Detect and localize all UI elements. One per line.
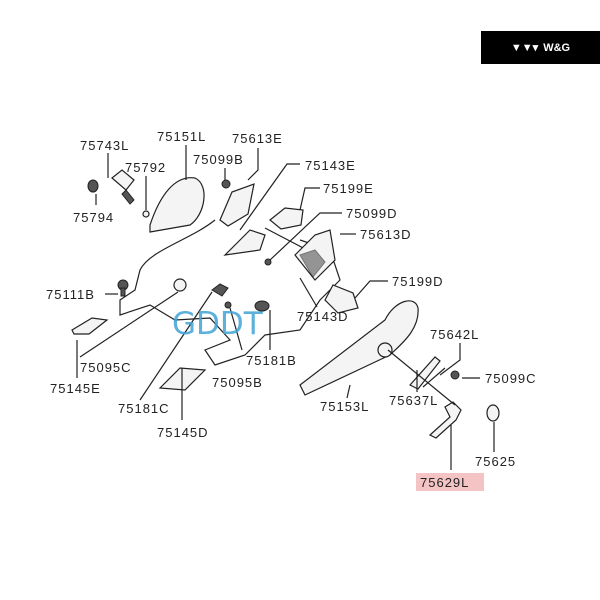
seat-frame-outline [119,219,341,366]
label-75743L: 75743L [80,138,129,153]
brand-mark-icon: ▼▼▾ [510,42,539,54]
label-75199E: 75199E [323,181,374,196]
label-75111B: 75111B [46,287,95,302]
part-labels: 75743L 75151L 75613E 75792 75099B 75143E… [46,129,537,490]
brand-text: W&G [543,41,571,54]
label-75099D: 75099D [346,206,398,221]
parts [71,169,500,439]
label-75613E: 75613E [232,131,283,146]
label-75637L: 75637L [389,393,438,408]
label-75145E: 75145E [50,381,101,396]
label-75099C: 75099C [485,371,537,386]
label-75143E: 75143E [305,158,356,173]
leader-lines [76,145,495,470]
label-75153L: 75153L [320,399,369,414]
label-75145D: 75145D [157,425,209,440]
label-75199D: 75199D [392,274,444,289]
label-75181B: 75181B [246,353,297,368]
label-75613D: 75613D [360,227,412,242]
label-75625: 75625 [475,454,516,469]
label-75095C: 75095C [80,360,132,375]
label-75629L-highlighted: 75629L [420,475,469,490]
label-75642L: 75642L [430,327,479,342]
label-75794: 75794 [73,210,114,225]
label-75181C: 75181C [118,401,170,416]
highlight-box [416,473,484,491]
label-75143D: 75143D [297,309,349,324]
watermark: GDDT [172,306,264,342]
label-75095B: 75095B [212,375,263,390]
label-75792: 75792 [125,160,166,175]
brand-logo: ▼▼▾ W&G [481,31,600,64]
label-75151L: 75151L [157,129,206,144]
label-75099B: 75099B [193,152,244,167]
